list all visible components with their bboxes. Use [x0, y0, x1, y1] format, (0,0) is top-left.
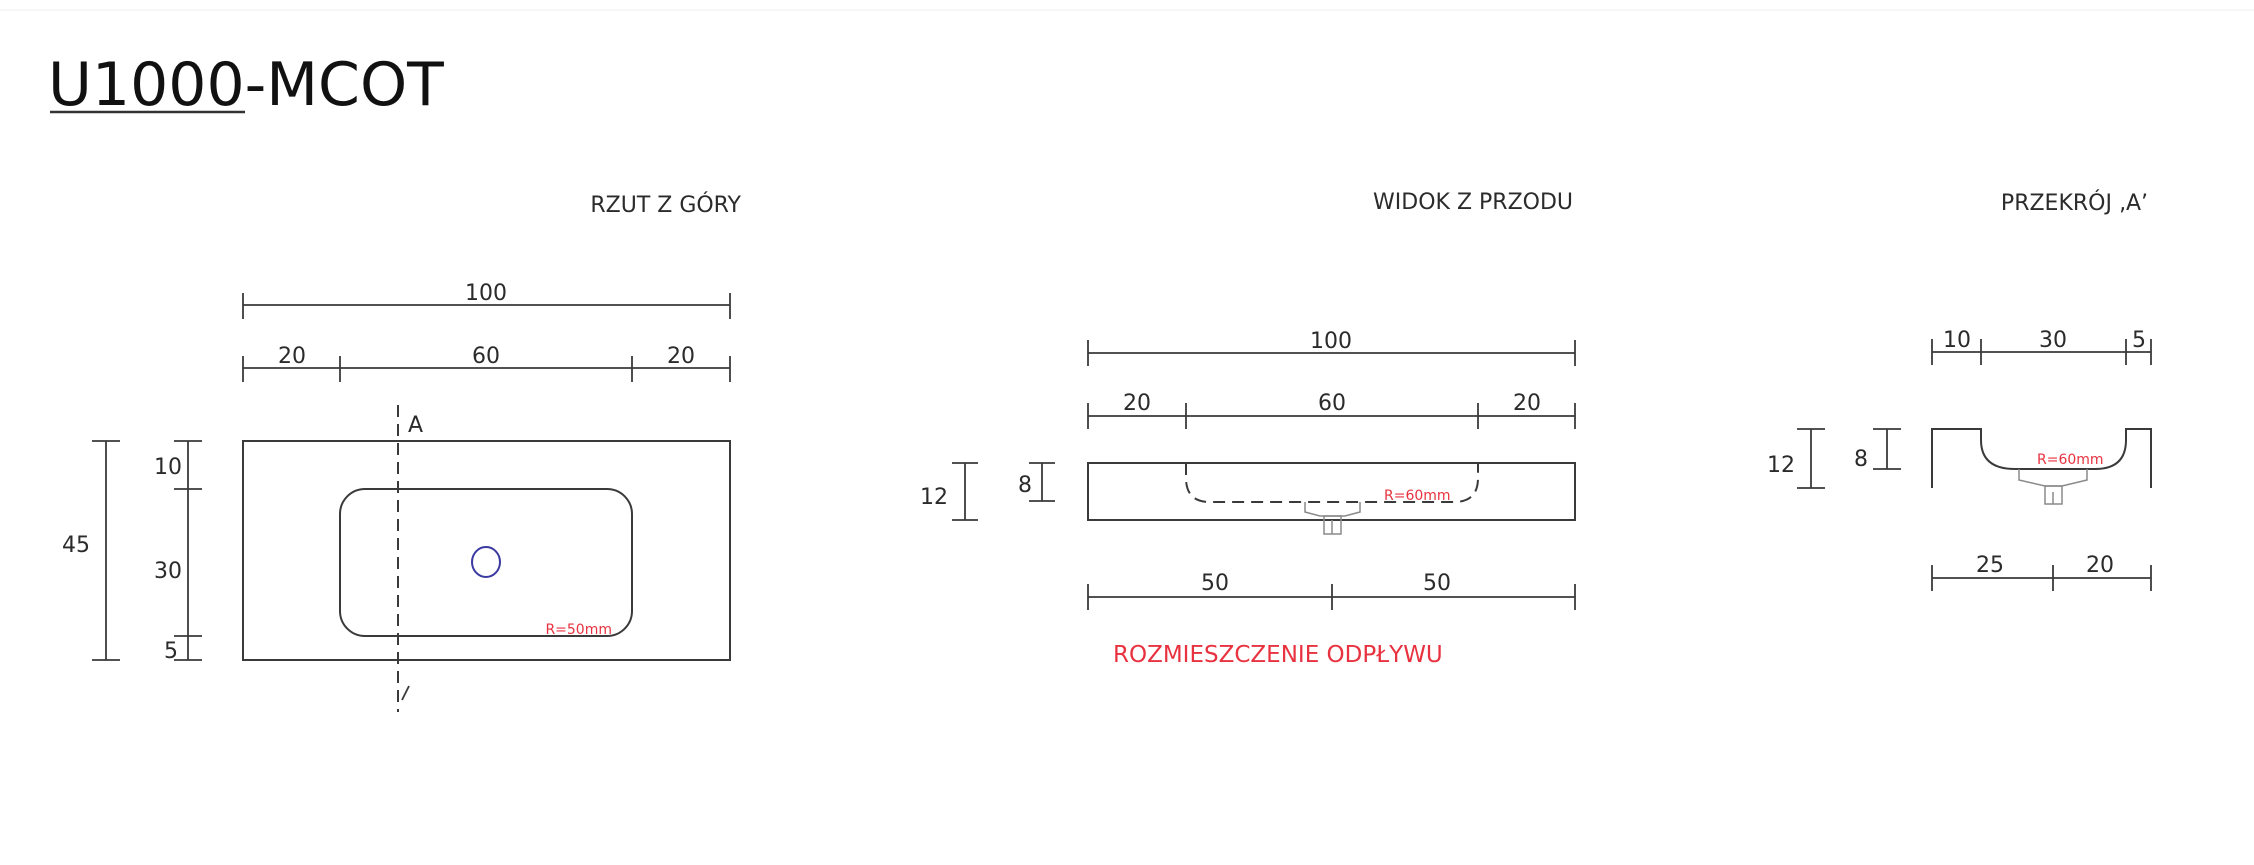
dim-label: 45 [62, 533, 90, 558]
section-top-dims: 10 30 5 [1931, 328, 2152, 365]
section-line-a: A [397, 405, 423, 712]
drain-hole-icon [471, 546, 501, 578]
top-segments-width-dim: 20 60 20 [242, 344, 731, 382]
svg-text:U1000-MCOT: U1000-MCOT [48, 50, 444, 120]
top-view-title: RZUT Z GÓRY [590, 192, 741, 218]
dim-label: 8 [1854, 447, 1868, 472]
dim-label: 20 [667, 344, 695, 369]
top-divider [0, 9, 2254, 11]
section-height-dim: 12 [1767, 428, 1825, 489]
front-drain-offset-dim: 50 50 [1087, 571, 1576, 610]
dim-label: 5 [164, 639, 178, 664]
dim-label: 30 [154, 559, 182, 584]
dim-label: 10 [154, 455, 182, 480]
dim-label: 25 [1976, 553, 2004, 578]
front-view: WIDOK Z PRZODU 100 20 60 20 12 [920, 190, 1576, 668]
front-outline [1087, 462, 1576, 521]
dim-label: 20 [1123, 391, 1151, 416]
dim-label: 20 [2086, 553, 2114, 578]
dim-label: 50 [1201, 571, 1229, 596]
front-bowl-depth-dim: 8 [1018, 462, 1055, 502]
front-corner-radius-note: R=60mm [1384, 488, 1451, 504]
corner-radius-note: R=50mm [545, 622, 612, 638]
dim-label: 8 [1018, 473, 1032, 498]
front-segments-width-dim: 20 60 20 [1087, 391, 1576, 429]
dim-label: 100 [1310, 329, 1352, 354]
dim-label: 50 [1423, 571, 1451, 596]
dim-label: 20 [278, 344, 306, 369]
dim-label: 10 [1943, 328, 1971, 353]
countertop-outline [242, 440, 731, 661]
dim-label: 12 [920, 485, 948, 510]
top-overall-width-dim: 100 [242, 281, 731, 319]
dim-label: 12 [1767, 453, 1795, 478]
dim-label: 100 [465, 281, 507, 306]
dim-label: 30 [2039, 328, 2067, 353]
section-corner-radius-note: R=60mm [2037, 452, 2104, 468]
front-view-title: WIDOK Z PRZODU [1373, 190, 1573, 215]
top-view: RZUT Z GÓRY 100 20 60 20 45 [62, 192, 742, 712]
section-marker: A [408, 413, 423, 438]
section-bowl-depth-dim: 8 [1854, 428, 1901, 472]
bowl-outline [339, 488, 633, 637]
section-drain-icon [2018, 469, 2088, 505]
dim-label: 20 [1513, 391, 1541, 416]
top-segments-depth-dim: 10 30 5 [154, 440, 202, 664]
dim-label: 5 [2132, 328, 2146, 353]
front-overall-width-dim: 100 [1087, 329, 1576, 366]
model-suffix: -MCOT [245, 50, 445, 120]
section-view-title: PRZEKRÓJ ‚A’ [2001, 190, 2148, 216]
drain-location-label: ROZMIESZCZENIE ODPŁYWU [1113, 642, 1443, 668]
top-overall-depth-dim: 45 [62, 440, 120, 661]
front-bowl-hidden-line [1185, 463, 1479, 503]
section-profile [1931, 428, 2152, 488]
front-drain-icon [1304, 502, 1361, 535]
dim-label: 60 [472, 344, 500, 369]
model-title: U1000-MCOT [48, 50, 444, 120]
model-prefix: U1000 [48, 50, 245, 120]
section-drain-offset-dim: 25 20 [1931, 553, 2152, 591]
front-height-dim: 12 [920, 462, 978, 521]
dim-label: 60 [1318, 391, 1346, 416]
section-view: PRZEKRÓJ ‚A’ 10 30 5 12 8 [1767, 190, 2152, 591]
